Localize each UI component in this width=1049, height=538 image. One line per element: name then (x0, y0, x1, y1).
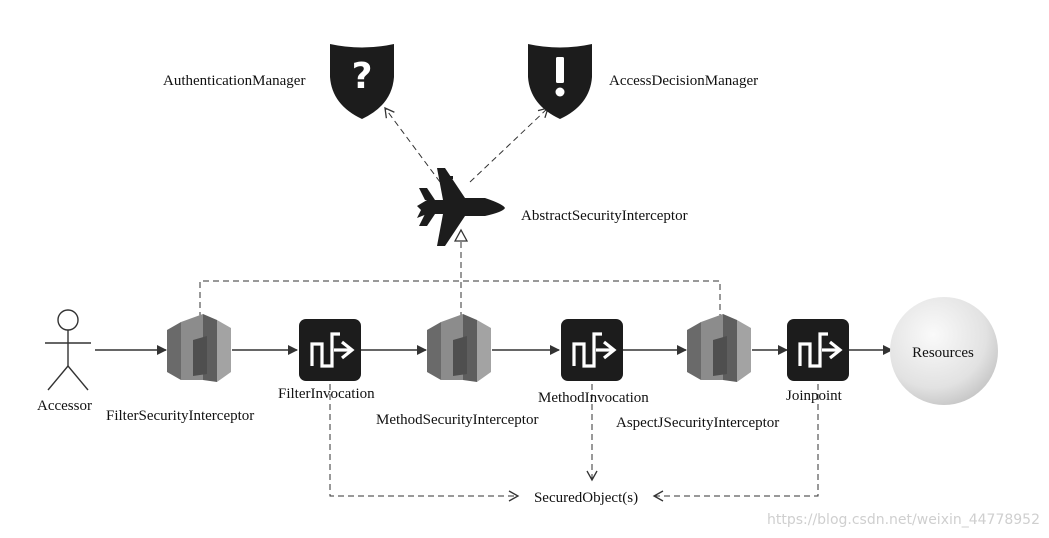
arrow-step-icon (297, 317, 363, 383)
secured-object-line-filter (329, 384, 520, 502)
exclamation-shield-icon (528, 44, 592, 119)
filter-invocation-label: FilterInvocation (278, 386, 375, 402)
secured-objects-label: SecuredObject(s) (534, 490, 638, 506)
joinpoint-label: Joinpoint (786, 388, 843, 404)
resources-label: Resources (912, 345, 974, 361)
authentication-manager-label: AuthenticationManager (163, 73, 305, 89)
dependency-arrow-authentication (384, 106, 441, 183)
aspectj-security-interceptor-label: AspectJSecurityInterceptor (616, 415, 779, 431)
interceptor-block-icon (427, 314, 491, 382)
accessor-label: Accessor (37, 398, 92, 414)
stick-figure-icon (45, 309, 91, 391)
method-security-interceptor-label: MethodSecurityInterceptor (376, 412, 538, 428)
arrow-step-icon (785, 317, 851, 383)
abstract-security-interceptor-label: AbstractSecurityInterceptor (521, 208, 688, 224)
question-shield-icon: ? (330, 44, 394, 119)
interceptor-group-connector (199, 280, 721, 318)
watermark: https://blog.csdn.net/weixin_44778952 (767, 512, 1040, 528)
method-invocation-label: MethodInvocation (538, 390, 649, 406)
interceptor-block-icon (687, 314, 751, 382)
fighter-jet-icon (417, 168, 505, 246)
secured-object-line-joinpoint (652, 384, 819, 502)
interceptor-block-icon (167, 314, 231, 382)
access-decision-manager-label: AccessDecisionManager (609, 73, 758, 89)
sphere-icon (890, 297, 998, 405)
dependency-arrow-access-decision (469, 107, 549, 183)
filter-security-interceptor-label: FilterSecurityInterceptor (106, 408, 254, 424)
arrow-step-icon (559, 317, 625, 383)
svg-text:?: ? (352, 56, 373, 97)
